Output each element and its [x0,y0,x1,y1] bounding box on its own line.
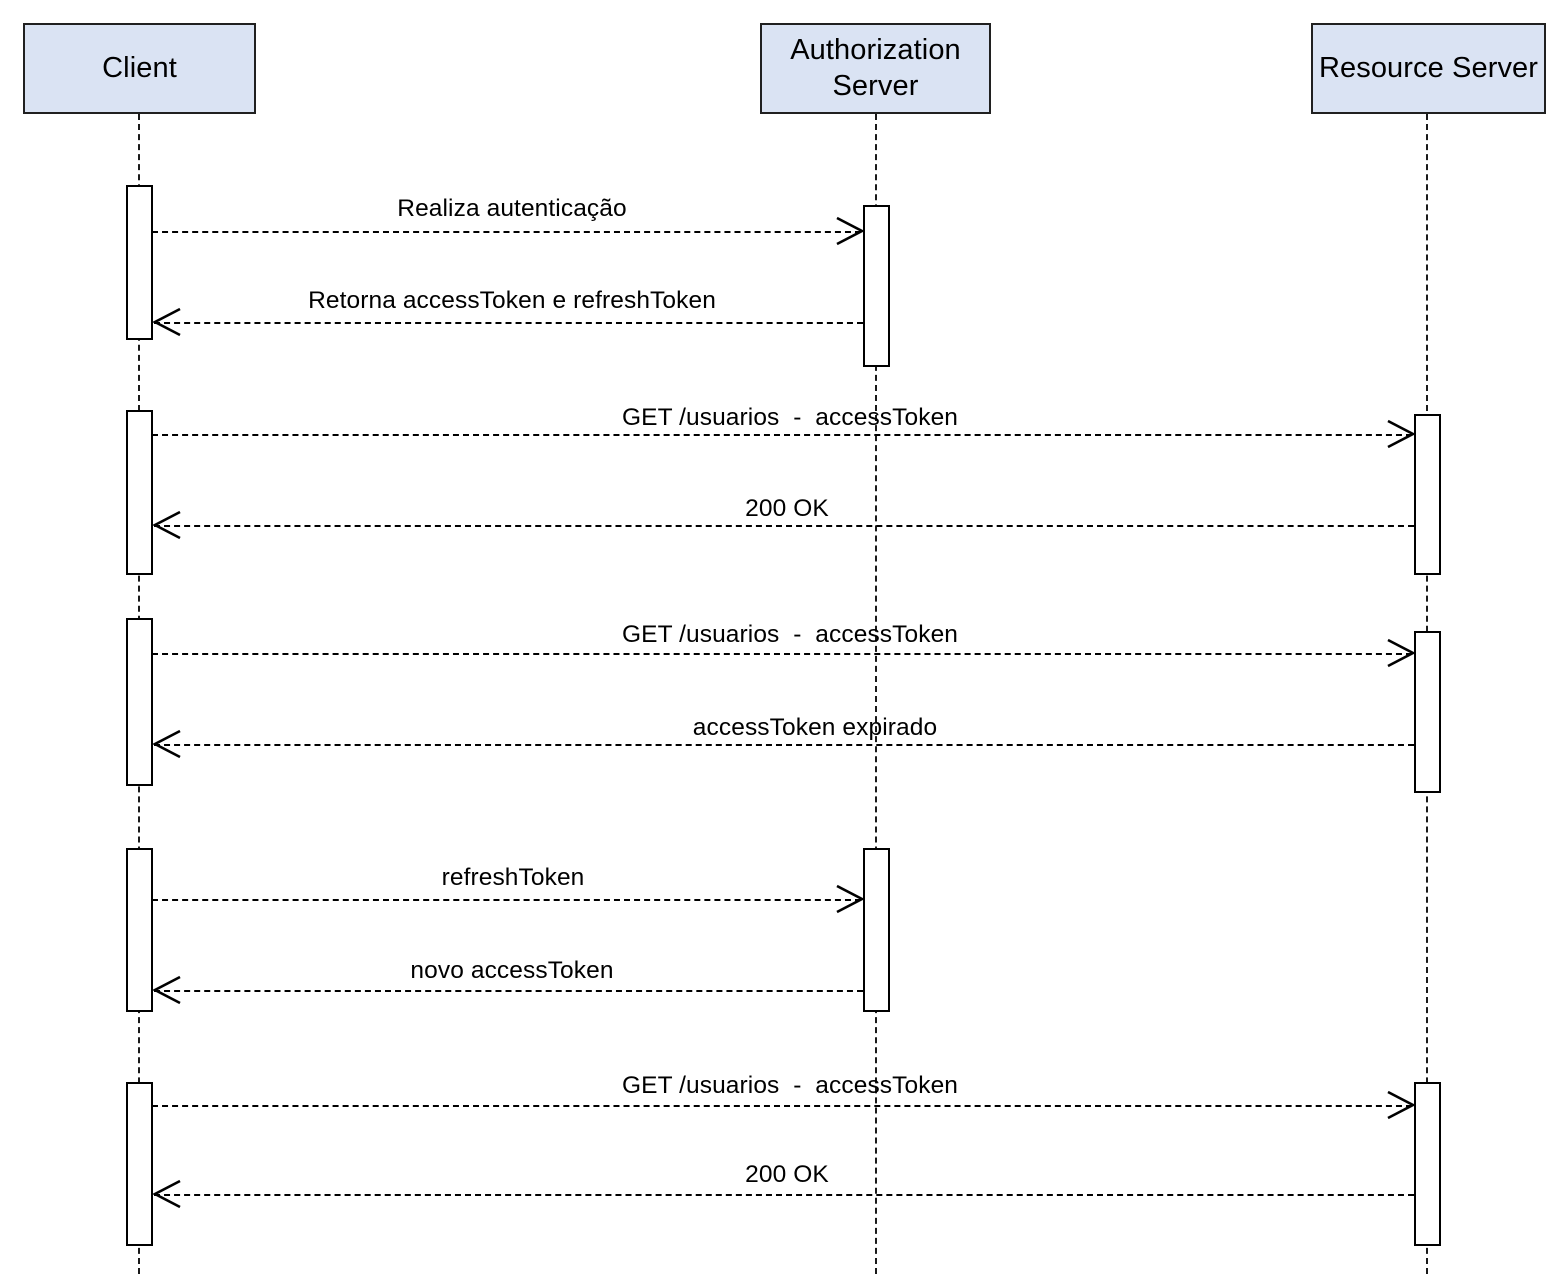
message-arrow-1 [152,231,861,233]
message-label-1: Realiza autenticação [397,195,627,222]
message-label-9: GET /usuarios - accessToken [621,1072,959,1099]
arrow-head-icon-10 [152,1179,181,1209]
arrow-head-icon-6 [152,729,181,759]
participant-box-client[interactable]: Client [23,23,256,114]
message-label-6: accessToken expirado [692,714,938,741]
activation-bar-resource [1414,414,1441,575]
message-arrow-2 [154,322,863,324]
message-arrow-4 [154,525,1414,527]
message-label-5: GET /usuarios - accessToken [621,621,959,648]
participant-box-resource[interactable]: Resource Server [1311,23,1546,114]
message-arrow-8 [154,990,863,992]
message-arrow-5 [152,653,1412,655]
activation-bar-client [126,848,153,1012]
activation-bar-resource [1414,631,1441,793]
arrow-head-icon-2 [152,307,181,337]
message-arrow-7 [152,899,861,901]
activation-bar-client [126,410,153,575]
arrow-head-icon-3 [1387,419,1416,449]
activation-bar-client [126,185,153,340]
activation-bar-client [126,618,153,786]
participant-label-resource: Resource Server [1318,51,1539,84]
activation-bar-auth [863,848,890,1012]
arrow-head-icon-5 [1387,638,1416,668]
lifeline-auth [875,114,877,1274]
arrow-head-icon-9 [1387,1090,1416,1120]
activation-bar-client [126,1082,153,1246]
activation-bar-auth [863,205,890,367]
participant-label-client: Client [102,51,177,84]
arrow-head-icon-8 [152,975,181,1005]
message-label-3: GET /usuarios - accessToken [621,404,959,431]
message-label-2: Retorna accessToken e refreshToken [308,287,716,314]
message-label-4: 200 OK [745,495,829,522]
arrow-head-icon-4 [152,510,181,540]
arrow-head-icon-1 [836,216,865,246]
message-arrow-10 [154,1194,1414,1196]
message-label-8: novo accessToken [410,957,614,984]
activation-bar-resource [1414,1082,1441,1246]
message-arrow-6 [154,744,1414,746]
message-arrow-9 [152,1105,1412,1107]
arrow-head-icon-7 [836,884,865,914]
message-arrow-3 [152,434,1412,436]
message-label-10: 200 OK [745,1161,829,1188]
message-label-7: refreshToken [441,864,585,891]
